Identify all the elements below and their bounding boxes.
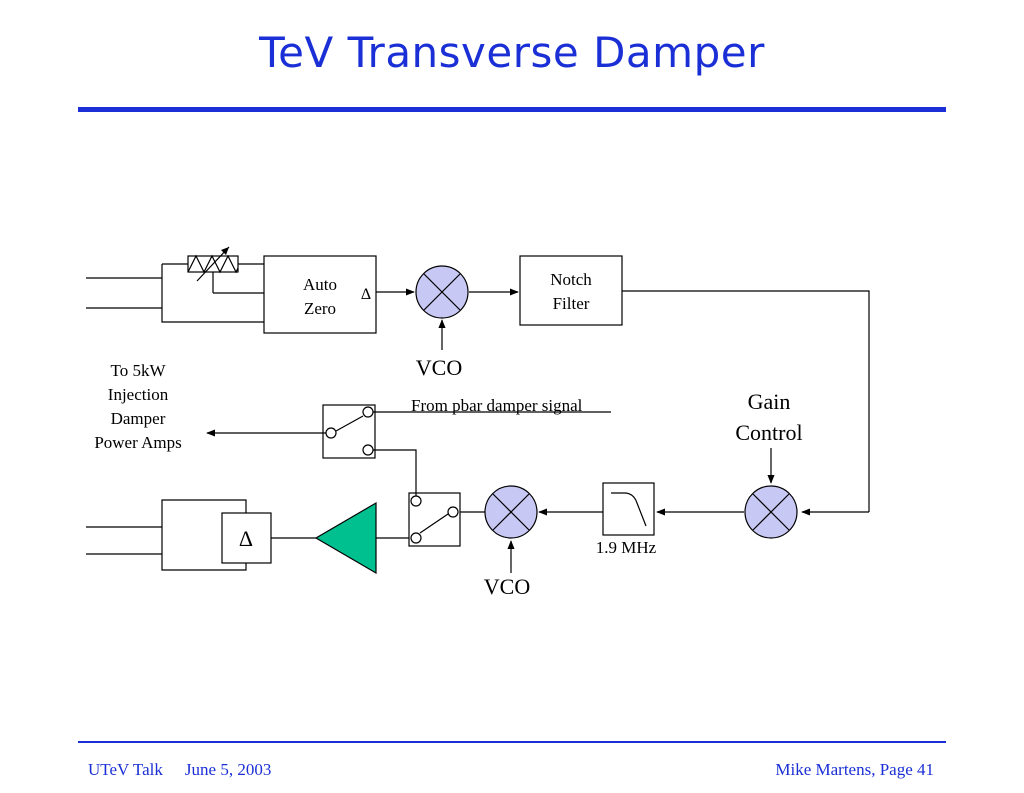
slide-title: TeV Transverse Damper (259, 28, 765, 77)
footer-author-page: Mike Martens, Page 41 (775, 760, 934, 779)
auto-zero-delta: Δ (361, 286, 371, 303)
kicker-bracket (161, 499, 247, 571)
notch-label-2: Filter (553, 294, 590, 313)
gain-mixer-icon (744, 485, 798, 539)
lowpass-frequency-label: 1.9 MHz (596, 538, 657, 557)
lowpass-filter-box (602, 482, 655, 536)
auto-zero-label-2: Zero (304, 299, 336, 318)
notch-label-1: Notch (550, 270, 592, 289)
pickup-bracket (161, 264, 264, 323)
mixer-icon (415, 265, 469, 319)
output-label-2: Injection (108, 385, 169, 404)
footer-rule (78, 741, 946, 743)
mixer-icon (484, 485, 538, 539)
gain-control-label-1: Gain (748, 389, 791, 414)
amplifier-icon (314, 501, 377, 575)
vco-label-top: VCO (416, 355, 462, 380)
footer-date: June 5, 2003 (184, 760, 272, 779)
vco-label-bottom: VCO (484, 574, 530, 599)
notch-filter-box (519, 255, 623, 326)
auto-zero-label-1: Auto (303, 275, 337, 294)
pbar-signal-label: From pbar damper signal (411, 396, 583, 415)
output-label-4: Power Amps (94, 433, 181, 452)
title-underline (78, 107, 946, 112)
footer-left: UTeV Talk June 5, 2003 (88, 760, 271, 780)
delta-box-label: Δ (239, 526, 253, 551)
gain-control-label-2: Control (735, 420, 802, 445)
footer-talk: UTeV Talk (88, 760, 163, 779)
output-label-3: Damper (111, 409, 166, 428)
auto-zero-box (263, 255, 377, 334)
output-label-1: To 5kW (111, 361, 167, 380)
lowpass-response-icon (611, 492, 647, 527)
